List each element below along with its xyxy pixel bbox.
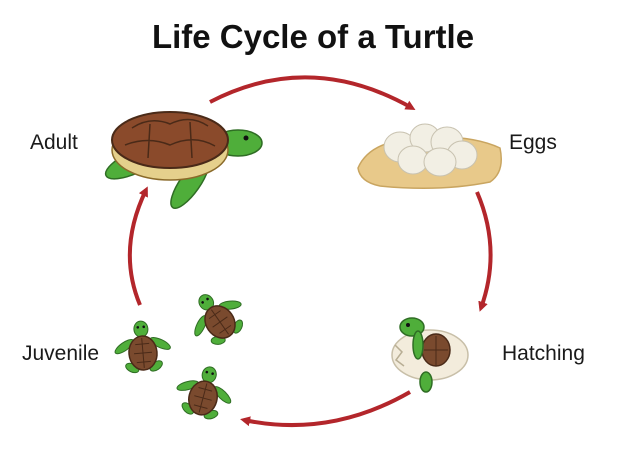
adult-turtle-icon bbox=[104, 111, 263, 209]
diagram-title: Life Cycle of a Turtle bbox=[151, 18, 475, 55]
stage-label-hatching: Hatching bbox=[502, 342, 585, 365]
stage-label-eggs: Eggs bbox=[509, 131, 557, 154]
arrow-hatching-to-juvenile bbox=[240, 390, 411, 428]
arrow-eggs-to-hatching bbox=[475, 191, 493, 312]
juvenile-turtle-icon bbox=[110, 278, 257, 427]
stage-label-adult: Adult bbox=[30, 131, 78, 154]
arrow-juvenile-to-adult bbox=[127, 186, 148, 306]
egg-clutch-icon bbox=[357, 123, 502, 189]
arrow-adult-to-eggs bbox=[209, 75, 416, 110]
stage-label-juvenile: Juvenile bbox=[22, 342, 100, 365]
hatchling-turtle-icon bbox=[391, 317, 469, 393]
